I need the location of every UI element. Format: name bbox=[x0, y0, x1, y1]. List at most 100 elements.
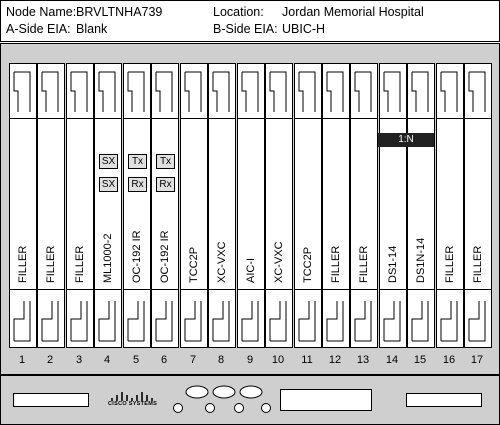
top-ejector-latch-icon bbox=[354, 71, 372, 112]
card-slot-13[interactable]: FILLER bbox=[350, 63, 378, 348]
slot-divider bbox=[351, 289, 377, 290]
port-tag: Rx bbox=[156, 177, 175, 192]
top-ejector-latch-icon bbox=[184, 71, 202, 112]
card-slot-11[interactable]: TCC2P bbox=[294, 63, 322, 348]
card-label: FILLER bbox=[444, 245, 456, 283]
card-slot-8[interactable]: XC-VXC bbox=[208, 63, 236, 348]
slot-divider bbox=[437, 118, 463, 119]
a-side-eia-label: A-Side EIA: bbox=[6, 22, 71, 36]
card-label: FILLER bbox=[330, 245, 342, 283]
a-side-eia-value: Blank bbox=[76, 22, 108, 36]
card-label: FILLER bbox=[74, 245, 86, 283]
slot-divider bbox=[465, 118, 491, 119]
node-name-label: Node Name: bbox=[6, 5, 77, 19]
slot-number: 7 bbox=[189, 354, 197, 366]
bottom-ejector-latch-icon bbox=[468, 301, 486, 342]
slot-divider bbox=[124, 289, 150, 290]
card-label: DS1-14 bbox=[387, 245, 399, 283]
slot-divider bbox=[380, 289, 406, 290]
card-slot-1[interactable]: FILLER bbox=[9, 63, 37, 348]
card-label: FILLER bbox=[45, 245, 57, 283]
node-info-header: Node Name: BRVLTNHA739 Location: Jordan … bbox=[0, 0, 500, 42]
slot-divider bbox=[209, 118, 235, 119]
card-label: TCC2P bbox=[302, 246, 314, 283]
slot-divider bbox=[209, 289, 235, 290]
slot-number: 12 bbox=[328, 354, 342, 366]
slot-divider bbox=[10, 118, 36, 119]
top-ejector-latch-icon bbox=[98, 71, 116, 112]
card-slot-15[interactable]: DS1N-14 bbox=[407, 63, 435, 348]
slot-number: 14 bbox=[385, 354, 399, 366]
top-ejector-latch-icon bbox=[155, 71, 173, 112]
card-slot-12[interactable]: FILLER bbox=[322, 63, 350, 348]
card-label: ML1000-2 bbox=[102, 233, 114, 283]
protection-group-label: 1:N bbox=[378, 133, 434, 147]
slot-number: 4 bbox=[103, 354, 111, 366]
node-name-value: BRVLTNHA739 bbox=[76, 5, 163, 19]
card-slot-7[interactable]: TCC2P bbox=[180, 63, 208, 348]
b-side-eia-label: B-Side EIA: bbox=[213, 22, 278, 36]
slot-number: 5 bbox=[132, 354, 140, 366]
fan-indicator-3-icon bbox=[234, 403, 244, 413]
slot-divider bbox=[465, 289, 491, 290]
bottom-ejector-latch-icon bbox=[70, 301, 88, 342]
card-slot-17[interactable]: FILLER bbox=[464, 63, 492, 348]
slot-number: 10 bbox=[271, 354, 285, 366]
slot-divider bbox=[238, 118, 264, 119]
slot-number: 6 bbox=[160, 354, 168, 366]
top-ejector-latch-icon bbox=[326, 71, 344, 112]
slot-number: 13 bbox=[356, 354, 370, 366]
bottom-ejector-latch-icon bbox=[13, 301, 31, 342]
card-slot-3[interactable]: FILLER bbox=[66, 63, 94, 348]
slot-divider bbox=[408, 118, 434, 119]
top-ejector-latch-icon bbox=[41, 71, 59, 112]
bottom-ejector-latch-icon bbox=[184, 301, 202, 342]
cisco-bridge-logo-icon bbox=[111, 392, 153, 401]
slot-divider bbox=[181, 289, 207, 290]
slot-number: 8 bbox=[217, 354, 225, 366]
bottom-ejector-latch-icon bbox=[98, 301, 116, 342]
top-ejector-latch-icon bbox=[127, 71, 145, 112]
bottom-ejector-latch-icon bbox=[326, 301, 344, 342]
slot-divider bbox=[266, 289, 292, 290]
card-slot-14[interactable]: DS1-14 bbox=[379, 63, 407, 348]
slot-divider bbox=[67, 118, 93, 119]
slot-divider bbox=[238, 289, 264, 290]
slot-divider bbox=[152, 118, 178, 119]
bottom-ejector-latch-icon bbox=[212, 301, 230, 342]
slot-divider bbox=[38, 118, 64, 119]
card-slot-16[interactable]: FILLER bbox=[436, 63, 464, 348]
slot-divider bbox=[266, 118, 292, 119]
location-label: Location: bbox=[213, 5, 264, 19]
card-slot-10[interactable]: XC-VXC bbox=[265, 63, 293, 348]
slot-divider bbox=[95, 118, 121, 119]
slot-divider bbox=[351, 118, 377, 119]
slot-number: 9 bbox=[246, 354, 254, 366]
bottom-ejector-latch-icon bbox=[269, 301, 287, 342]
bottom-ejector-latch-icon bbox=[127, 301, 145, 342]
slot-number: 11 bbox=[301, 354, 313, 366]
bottom-ejector-latch-icon bbox=[155, 301, 173, 342]
fan-indicator-1-icon bbox=[173, 403, 183, 413]
top-ejector-latch-icon bbox=[298, 71, 316, 112]
slot-divider bbox=[124, 118, 150, 119]
card-slot-2[interactable]: FILLER bbox=[37, 63, 65, 348]
top-ejector-latch-icon bbox=[411, 71, 429, 112]
fan-tray-right-window bbox=[406, 393, 482, 407]
alarm-led-major-icon bbox=[212, 385, 236, 399]
fan-indicator-4-icon bbox=[261, 403, 271, 413]
port-tag: Tx bbox=[128, 154, 147, 169]
card-label: FILLER bbox=[358, 245, 370, 283]
card-label: OC-192 IR bbox=[131, 230, 143, 283]
location-value: Jordan Memorial Hospital bbox=[282, 5, 424, 19]
alarm-led-minor-icon bbox=[239, 385, 263, 399]
slot-divider bbox=[10, 289, 36, 290]
slot-divider bbox=[323, 118, 349, 119]
card-label: TCC2P bbox=[188, 246, 200, 283]
slot-number: 15 bbox=[413, 354, 427, 366]
card-slot-9[interactable]: AIC-I bbox=[237, 63, 265, 348]
